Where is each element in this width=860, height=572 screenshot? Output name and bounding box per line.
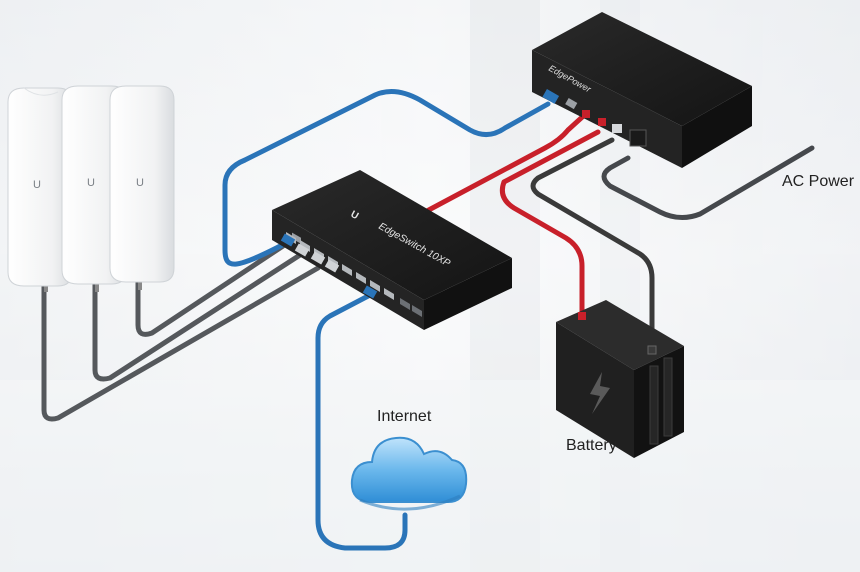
battery-positive-terminal — [578, 312, 586, 320]
dc-negative-cables — [530, 137, 655, 353]
battery-negative-terminal — [647, 345, 657, 355]
ubiquiti-logo-icon: U — [33, 179, 41, 191]
ap3-cable — [135, 243, 286, 337]
access-points: U U U — [7, 85, 175, 292]
lightning-icon — [590, 372, 610, 414]
edgeswitch-device: EdgeSwitch 10XP U — [272, 170, 512, 330]
edgepower-device: EdgePower — [532, 12, 752, 168]
ubiquiti-logo-icon: U — [136, 177, 144, 189]
ap2-cable — [92, 252, 303, 382]
dc-positive-cables — [422, 107, 601, 315]
battery-device — [556, 300, 684, 458]
internet-blue-cable — [315, 291, 408, 551]
ac-power-label: AC Power — [782, 173, 855, 190]
internet-label: Internet — [377, 408, 432, 425]
uplink-blue-cable — [222, 88, 551, 267]
ac-power-cable — [601, 145, 815, 220]
access-point-3: U — [109, 85, 175, 290]
poe-ports — [542, 89, 647, 147]
battery-label: Battery — [566, 437, 617, 454]
ubiquiti-logo-icon: U — [87, 177, 95, 189]
switch-connectors — [280, 233, 378, 299]
ap-ethernet-cables — [41, 243, 321, 422]
ubiquiti-logo-icon: U — [349, 209, 361, 222]
ap1-cable — [41, 265, 321, 422]
cloud-icon — [350, 436, 468, 511]
